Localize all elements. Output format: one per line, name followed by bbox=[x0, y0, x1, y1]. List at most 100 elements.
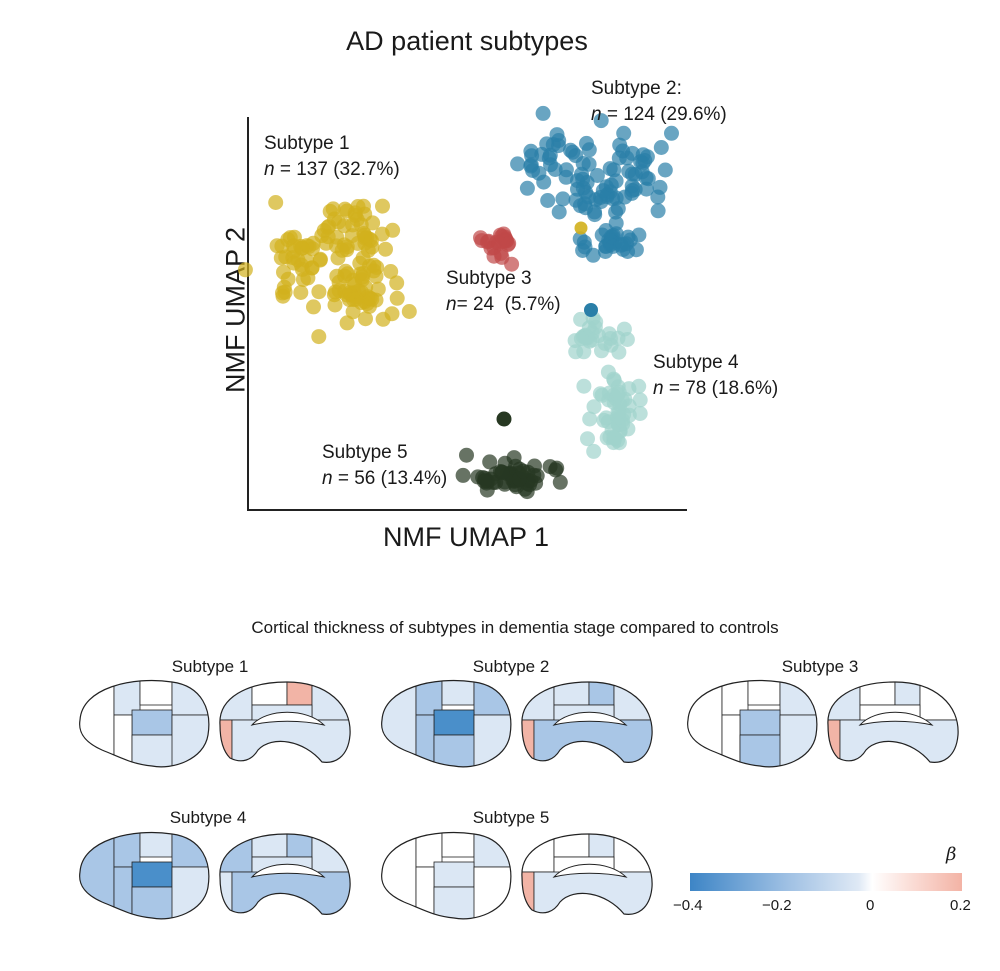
scatter-point bbox=[657, 162, 673, 178]
cluster-label-subtype-5: Subtype 5 n = 56 (13.4%) bbox=[322, 442, 448, 489]
scatter-point bbox=[627, 167, 643, 182]
scatter-point bbox=[459, 447, 474, 463]
scatter-point bbox=[274, 238, 290, 254]
scatter-point bbox=[237, 262, 253, 278]
scatter-point bbox=[628, 242, 644, 258]
scatter-point bbox=[603, 177, 619, 193]
scatter-series-5 bbox=[455, 447, 568, 500]
cluster-label-subtype-2: Subtype 2: n = 124 (29.6%) bbox=[591, 78, 727, 125]
scatter-point bbox=[611, 150, 627, 166]
scatter-point bbox=[650, 189, 666, 205]
scatter-series-3 bbox=[473, 226, 520, 272]
scatter-point bbox=[610, 330, 626, 346]
scatter-point bbox=[593, 113, 609, 129]
scatter-point bbox=[358, 311, 373, 327]
scatter-point bbox=[586, 399, 602, 415]
scatter-point bbox=[578, 200, 593, 216]
panel-title-subtype-5: Subtype 5 bbox=[472, 808, 550, 827]
scatter-point bbox=[535, 105, 551, 121]
brain-lateral-view bbox=[381, 831, 512, 920]
scatter-point bbox=[345, 217, 361, 233]
scatter-point bbox=[378, 241, 393, 257]
scatter-point bbox=[610, 404, 626, 419]
scatter-point bbox=[536, 174, 552, 190]
scatter-point bbox=[345, 304, 361, 320]
scatter-point bbox=[638, 181, 654, 197]
scatter-point bbox=[580, 431, 595, 447]
scatter-point bbox=[476, 474, 492, 489]
brain-medial-view bbox=[827, 681, 959, 763]
scatter-point bbox=[494, 465, 510, 480]
scatter-series-4 bbox=[567, 310, 648, 459]
panel-title-subtype-2: Subtype 2 bbox=[472, 657, 550, 676]
colorbar bbox=[690, 873, 962, 891]
panel-title-subtype-1: Subtype 1 bbox=[171, 657, 249, 676]
scatter-point bbox=[383, 264, 399, 279]
scatter-point bbox=[486, 248, 502, 264]
scatter-point bbox=[576, 234, 592, 250]
scatter-point bbox=[374, 226, 390, 242]
scatter-point bbox=[327, 211, 342, 227]
scatter-point bbox=[293, 285, 309, 300]
scatter-point bbox=[586, 443, 602, 459]
brain-panel-subtype-3 bbox=[687, 679, 959, 768]
scatter-point bbox=[551, 204, 567, 220]
scatter-point bbox=[627, 181, 643, 197]
scatter-point bbox=[320, 229, 336, 245]
brain-maps bbox=[79, 679, 959, 920]
colorbar-tick-4: 0.2 bbox=[950, 897, 971, 914]
scatter-point bbox=[389, 275, 405, 291]
panel-title-subtype-3: Subtype 3 bbox=[781, 657, 859, 676]
scatter-point bbox=[515, 463, 531, 479]
scatter-point bbox=[300, 270, 316, 286]
scatter-point bbox=[576, 378, 592, 394]
brain-medial-view bbox=[521, 833, 653, 915]
scatter-point bbox=[337, 268, 353, 284]
scatter-point bbox=[542, 147, 558, 163]
scatter-point bbox=[342, 285, 358, 301]
brain-panel-subtype-2 bbox=[381, 679, 653, 768]
scatter-point bbox=[510, 156, 526, 172]
colorbar-tick-1: −0.4 bbox=[673, 897, 703, 914]
scatter-point bbox=[551, 133, 567, 148]
scatter-point bbox=[312, 251, 328, 267]
brain-lateral-view bbox=[79, 679, 210, 768]
scatter-point bbox=[357, 227, 372, 243]
scatter-point bbox=[584, 303, 598, 317]
scatter-point bbox=[479, 234, 495, 250]
scatter-point bbox=[558, 162, 574, 178]
scatter-point bbox=[311, 284, 327, 300]
scatter-point bbox=[616, 125, 632, 141]
scatter-point bbox=[311, 329, 327, 345]
scatter-point bbox=[334, 242, 350, 258]
brain-panel-subtype-5 bbox=[381, 831, 653, 920]
scatter-point bbox=[664, 125, 679, 141]
scatter-point bbox=[568, 148, 584, 164]
brain-medial-view bbox=[521, 681, 653, 763]
scatter-point bbox=[552, 474, 568, 490]
scatter-point bbox=[375, 198, 390, 214]
scatter-point bbox=[286, 255, 302, 271]
scatter-point bbox=[587, 319, 603, 335]
scatter-point bbox=[607, 431, 623, 447]
scatter-point bbox=[653, 140, 669, 155]
scatter-point bbox=[632, 392, 648, 408]
colorbar-tick-3: 0 bbox=[866, 897, 875, 914]
brain-medial-view bbox=[219, 833, 351, 915]
brain-lateral-view bbox=[79, 831, 210, 920]
scatter-point bbox=[496, 411, 512, 427]
scatter-point bbox=[650, 203, 666, 219]
scatter-point bbox=[306, 299, 321, 315]
scatter-axes bbox=[247, 117, 687, 511]
brain-medial-view bbox=[219, 681, 351, 763]
panel-title-subtype-4: Subtype 4 bbox=[169, 808, 247, 827]
scatter-point bbox=[370, 281, 386, 297]
scatter-point bbox=[582, 411, 598, 427]
chart-title: AD patient subtypes bbox=[346, 26, 588, 56]
scatter-point bbox=[631, 227, 647, 243]
scatter-plot bbox=[237, 105, 679, 500]
scatter-point bbox=[301, 238, 317, 254]
scatter-point bbox=[339, 315, 355, 331]
scatter-point bbox=[523, 158, 539, 174]
scatter-point bbox=[354, 269, 370, 285]
